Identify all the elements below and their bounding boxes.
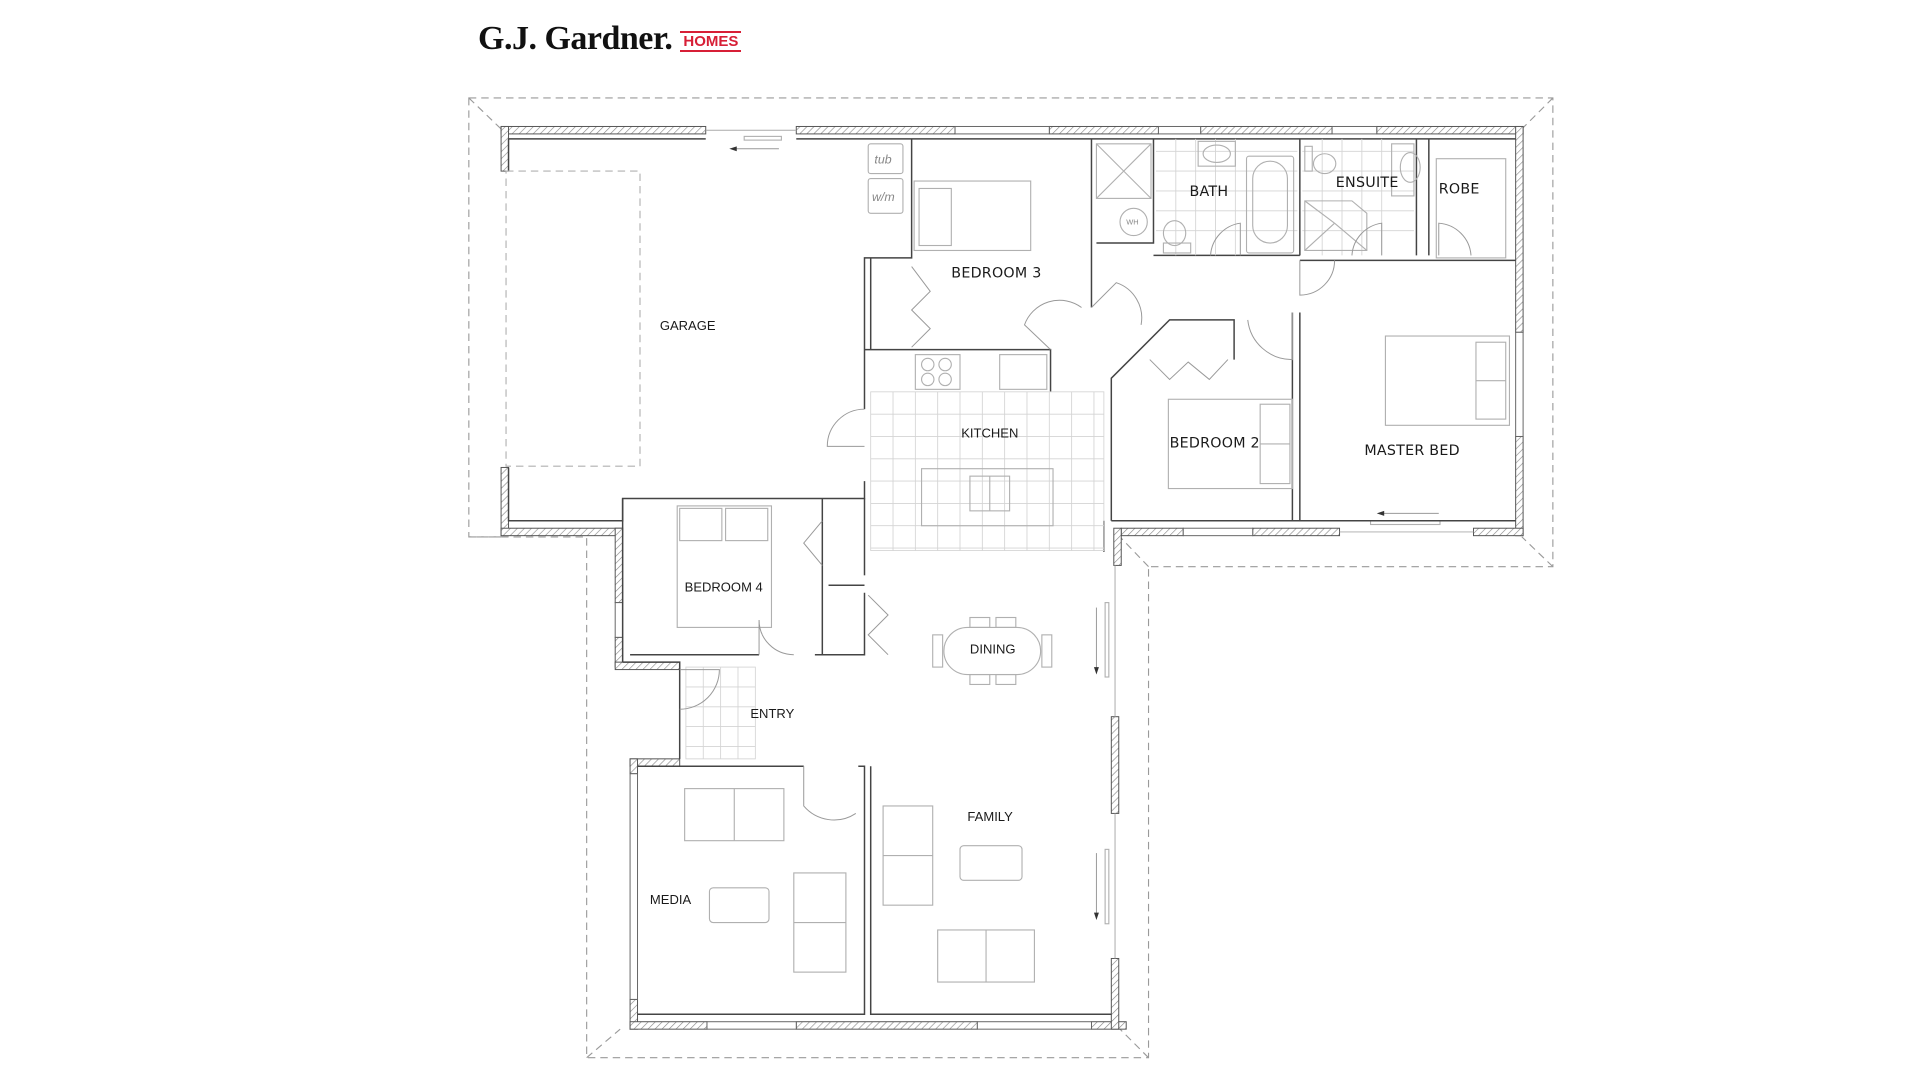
- furniture: [505, 170, 1511, 983]
- floor-tiles: [685, 138, 1414, 760]
- windows: [614, 125, 1524, 1030]
- exterior-walls: [500, 125, 1524, 1030]
- room-master-bed: MASTER BED: [1364, 443, 1459, 459]
- brand-suffix: HOMES: [680, 31, 742, 52]
- roof-outline: [468, 97, 1554, 1059]
- room-dining: DINING: [970, 641, 1016, 656]
- room-bath: BATH: [1189, 184, 1228, 200]
- washing-machine-label: w/m: [872, 190, 895, 204]
- room-bedroom-3: BEDROOM 3: [951, 266, 1041, 282]
- room-entry: ENTRY: [750, 706, 794, 721]
- room-labels: GARAGE BEDROOM 3 BATH ENSUITE ROBE KITCH…: [650, 175, 1480, 907]
- brand-logo: G.J. Gardner. HOMES: [478, 20, 742, 57]
- room-bedroom-4: BEDROOM 4: [685, 579, 763, 594]
- fixtures: tub w/m WH: [867, 140, 1507, 527]
- room-kitchen: KITCHEN: [961, 426, 1018, 441]
- room-family: FAMILY: [967, 809, 1013, 824]
- water-heater-label: WH: [1126, 217, 1138, 226]
- room-media: MEDIA: [650, 892, 692, 907]
- door-swings: [679, 222, 1472, 821]
- room-robe: ROBE: [1439, 181, 1480, 197]
- tub-label: tub: [874, 153, 891, 167]
- interior-walls: [507, 138, 1516, 1016]
- sliding-doors: [705, 129, 1474, 959]
- room-garage: GARAGE: [660, 318, 716, 333]
- room-bedroom-2: BEDROOM 2: [1170, 436, 1260, 452]
- brand-name: G.J. Gardner.: [478, 20, 673, 57]
- room-ensuite: ENSUITE: [1336, 175, 1399, 191]
